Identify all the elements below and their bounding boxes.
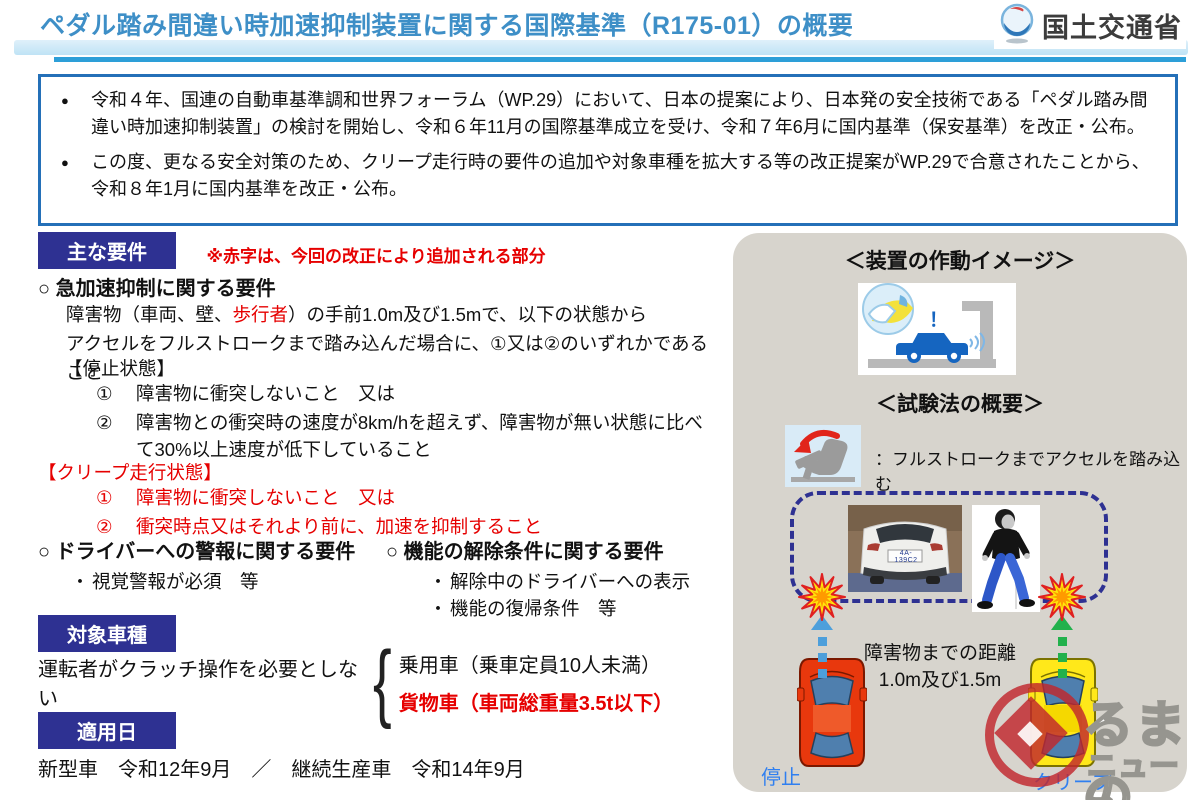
device-operation-illustration bbox=[858, 283, 1016, 375]
pedal-caption: ：フルストロークまでアクセルを踏み込む bbox=[875, 450, 1181, 494]
pedal-press-icon bbox=[785, 425, 861, 487]
illustration-panel: ＜装置の作動イメージ＞ ！ ＜試験法の概要＞ bbox=[733, 233, 1187, 794]
device-image-heading: ＜装置の作動イメージ＞ bbox=[844, 250, 1076, 273]
cargo-car-item: 貨物車（車両総重量3.5t以下） bbox=[398, 692, 674, 715]
list-item: ① 障害物に衝突しないこと 又は bbox=[96, 487, 396, 508]
warning-requirement: ○ ドライバーへの警報に関する要件 ・ 視覚警報が必須 等 bbox=[38, 535, 386, 622]
stopped-state-list: ① 障害物に衝突しないこと 又は ② 障害物との衝突時の速度が8km/hを超えず… bbox=[96, 380, 714, 465]
list-item: ① 障害物に衝突しないこと 又は bbox=[96, 383, 396, 404]
requirements-badge-row: 主な要件 ※赤字は、今回の改正により追加される部分 bbox=[38, 232, 546, 269]
list-item: ・ 視覚警報が必須 等 bbox=[70, 571, 259, 592]
red-text-note: ※赤字は、今回の改正により追加される部分 bbox=[206, 247, 546, 267]
summary-bullet-1: ● 令和４年、国連の自動車基準調和世界フォーラム（WP.29）において、日本の提… bbox=[61, 87, 1159, 141]
stop-label: 停止 bbox=[761, 767, 801, 789]
list-item: ・ 機能の復帰条件 等 bbox=[428, 598, 617, 619]
accel-requirement-text: 障害物（車両、壁、歩行者）の手前1.0m及び1.5mで、以下の状態から アクセル… bbox=[66, 304, 709, 383]
obstacle-zone-dashed-border bbox=[790, 491, 1108, 603]
arrow-up-blue-icon bbox=[811, 615, 833, 678]
list-item: ② 障害物との衝突時の速度が8km/hを超えず、障害物が無い状態に比べて30%以… bbox=[96, 412, 703, 460]
bullet-icon: ● bbox=[61, 93, 69, 108]
list-item: ・ 解除中のドライバーへの表示 bbox=[428, 571, 691, 592]
release-title: ○ 機能の解除条件に関する要件 bbox=[386, 541, 664, 563]
target-vehicles-row: 運転者がクラッチ操作を必要としない { 乗用車（乗車定員10人未満） 貨物車（車… bbox=[38, 634, 673, 730]
creep-state-list: ① 障害物に衝突しないこと 又は ② 衝突時点又はそれより前に、加速を抑制するこ… bbox=[96, 484, 714, 542]
requirements-section: 主な要件 ※赤字は、今回の改正により追加される部分 ○ 急加速抑制に関する要件 … bbox=[38, 232, 730, 800]
warning-release-row: ○ ドライバーへの警報に関する要件 ・ 視覚警報が必須 等 ○ 機能の解除条件に… bbox=[38, 535, 730, 622]
red-added-word: 歩行者 bbox=[232, 304, 289, 325]
test-method-heading: ＜試験法の概要＞ bbox=[876, 393, 1044, 416]
ministry-logo: 国土交通省 bbox=[994, 2, 1186, 49]
page-title: ペダル踏み間違い時加速抑制装置に関する国際基準（R175-01）の概要 bbox=[40, 12, 854, 40]
ministry-name: 国土交通省 bbox=[1042, 13, 1182, 43]
list-item: ② 衝突時点又はそれより前に、加速を抑制すること bbox=[96, 516, 543, 537]
application-date-badge: 適用日 bbox=[38, 712, 176, 749]
arrow-up-green-icon bbox=[1051, 615, 1073, 678]
bullet-icon: ● bbox=[61, 155, 69, 170]
title-underline-line bbox=[54, 57, 1186, 62]
creep-state-heading: 【クリープ走行状態】 bbox=[38, 462, 222, 483]
collision-starburst-icon bbox=[798, 573, 846, 621]
application-date-text: 新型車 令和12年9月 ／ 継続生産車 令和14年9月 bbox=[38, 759, 525, 781]
stopped-state-heading: 【停止状態】 bbox=[64, 358, 176, 379]
release-requirement: ○ 機能の解除条件に関する要件 ・ 解除中のドライバーへの表示 ・ 機能の復帰条… bbox=[386, 535, 730, 622]
creep-label: クリープ bbox=[1033, 772, 1112, 794]
accel-requirement-title: ○ 急加速抑制に関する要件 bbox=[38, 278, 276, 300]
license-plate-text: 4A-139C2 bbox=[894, 550, 918, 564]
summary-bullet-2: ● この度、更なる安全対策のため、クリープ走行時の要件の追加や対象車種を拡大する… bbox=[61, 149, 1159, 203]
target-lead-text: 運転者がクラッチ操作を必要としない bbox=[38, 659, 358, 710]
warning-title: ○ ドライバーへの警報に関する要件 bbox=[38, 541, 356, 563]
title-underline-band bbox=[14, 40, 1188, 55]
mlit-logo-icon bbox=[998, 2, 1036, 49]
obstacle-distance-label: 障害物までの距離 1.0m及び1.5m bbox=[863, 643, 1016, 691]
red-car-top-icon bbox=[796, 655, 868, 770]
collision-starburst-icon bbox=[1038, 573, 1086, 621]
summary-box: ● 令和４年、国連の自動車基準調和世界フォーラム（WP.29）において、日本の提… bbox=[38, 74, 1178, 226]
exclamation-mark: ！ bbox=[929, 310, 949, 331]
target-vehicles-badge: 対象車種 bbox=[38, 615, 176, 652]
pedestrian-photo bbox=[972, 505, 1040, 612]
passenger-car-item: 乗用車（乗車定員10人未満） bbox=[398, 654, 661, 677]
main-requirements-badge: 主な要件 bbox=[38, 232, 176, 269]
brace-glyph: { bbox=[373, 634, 392, 730]
obstacle-car-photo bbox=[848, 505, 962, 592]
target-vehicle-list: 乗用車（乗車定員10人未満） 貨物車（車両総重量3.5t以下） bbox=[399, 649, 673, 716]
